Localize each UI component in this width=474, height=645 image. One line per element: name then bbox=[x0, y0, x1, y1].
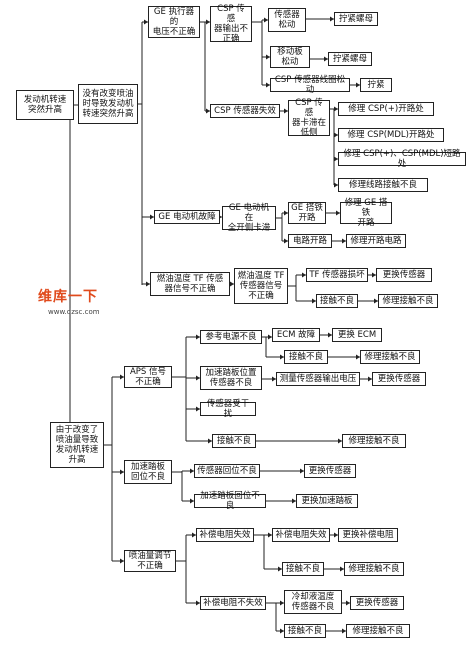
node-comp-fail: 补偿电阻失效 bbox=[196, 528, 254, 542]
node-tf-damaged: TF 传感器损坏 bbox=[306, 268, 368, 282]
node-l1a: 没有改变喷油 时导致发动机 转速突然升高 bbox=[78, 84, 138, 124]
node-circuit-open: 电路开路 bbox=[288, 234, 332, 248]
node-csp-coil: CSP 传感器线圈松动 bbox=[270, 75, 350, 95]
node-replace-ecm: 更换 ECM bbox=[332, 328, 382, 342]
node-replace-sensor1: 更换传感器 bbox=[376, 268, 432, 282]
node-fix-poor3: 修理接触不良 bbox=[360, 350, 420, 364]
node-tight-nut2: 拧紧螺母 bbox=[328, 52, 372, 66]
node-comp-bad: 补偿电阻不失效 bbox=[200, 596, 266, 610]
node-tight-nut1: 拧紧螺母 bbox=[334, 12, 378, 26]
node-pedal-return: 加速踏板 回位不良 bbox=[124, 460, 172, 484]
node-fix-ge-open: 修理 GE 搭铁 开路 bbox=[340, 198, 392, 228]
node-csp-stuck: CSP 传感 器卡滞在 低侧 bbox=[288, 98, 330, 138]
watermark-brand: 维库一下 bbox=[38, 289, 98, 305]
node-comp-fail2: 补偿电阻失效 bbox=[272, 528, 330, 542]
node-fix-poor5: 修理接触不良 bbox=[344, 562, 404, 576]
node-fix-csp-mdl: 修理 CSP(MDL)开路处 bbox=[338, 128, 444, 142]
node-tf-sensor: 燃油温度 TF 传感器信号 不正确 bbox=[234, 268, 288, 304]
node-replace-sensor4: 更换传感器 bbox=[350, 596, 404, 610]
node-tighten: 拧紧 bbox=[360, 78, 392, 92]
node-replace-comp: 更换补偿电阻 bbox=[338, 528, 398, 542]
node-replace-sensor3: 更换传感器 bbox=[304, 464, 356, 478]
node-fix-poor4: 修理接触不良 bbox=[342, 434, 406, 448]
node-pedal-return2: 加速踏板回位不良 bbox=[194, 491, 266, 511]
node-tf-signal: 燃油温度 TF 传感 器信号不正确 bbox=[150, 272, 230, 296]
node-ge-open: GE 搭铁 开路 bbox=[288, 202, 326, 224]
node-aps: APS 信号 不正确 bbox=[124, 366, 172, 388]
node-inj-adjust: 喷油量调节 不正确 bbox=[124, 550, 176, 572]
node-l1b: 由于改变了 喷油量导致 发动机转速 升高 bbox=[50, 422, 104, 468]
watermark-logo: 维库一下 www.dzsc.com bbox=[32, 284, 114, 322]
node-fix-csp-short: 修理 CSP(+)、CSP(MDL)短路处 bbox=[338, 149, 466, 169]
node-ref-v: 参考电源不良 bbox=[200, 330, 262, 344]
node-pedal-sensor: 加速踏板位置 传感器不良 bbox=[200, 366, 262, 390]
node-move-plate: 移动板 松动 bbox=[270, 46, 310, 68]
node-ge-v: GE 执行器的 电压不正确 bbox=[148, 6, 200, 38]
node-fix-open: 修理开路电路 bbox=[346, 234, 406, 248]
node-poor-contact2: 接触不良 bbox=[284, 350, 328, 364]
node-coolant: 冷却液温度 传感器不良 bbox=[284, 590, 342, 614]
node-ge-motor: GE 电动机故障 bbox=[154, 210, 220, 224]
node-poor-contact5: 接触不良 bbox=[284, 624, 326, 638]
node-sensor-return: 传感器回位不良 bbox=[194, 464, 260, 478]
watermark-site: www.dzsc.com bbox=[48, 308, 100, 316]
node-sensor-loose: 传感器 松动 bbox=[268, 8, 306, 32]
node-fix-poor2: 修理接触不良 bbox=[378, 294, 438, 308]
node-fix-csp-plus: 修理 CSP(+)开路处 bbox=[338, 102, 434, 116]
node-fix-poor1: 修理线路接触不良 bbox=[338, 178, 428, 192]
node-replace-sensor2: 更换传感器 bbox=[372, 372, 426, 386]
node-poor-contact4: 接触不良 bbox=[282, 562, 324, 576]
node-replace-pedal: 更换加速踏板 bbox=[296, 494, 358, 508]
node-csp-fail: CSP 传感器失效 bbox=[210, 104, 280, 118]
node-measure: 测量传感器输出电压 bbox=[276, 372, 360, 386]
node-poor-contact3: 接触不良 bbox=[212, 434, 256, 448]
node-ge-stuck: GE 电动机在 全开侧卡滞 bbox=[222, 203, 276, 233]
node-root: 发动机转速 突然升高 bbox=[16, 90, 74, 120]
node-csp-out: CSP 传感 器输出不 正确 bbox=[210, 4, 252, 44]
node-interfere: 传感器受干扰 bbox=[200, 399, 256, 419]
node-ecm-fault: ECM 故障 bbox=[272, 328, 320, 342]
node-fix-poor6: 修理接触不良 bbox=[346, 624, 410, 638]
node-poor-contact1: 接触不良 bbox=[316, 294, 358, 308]
